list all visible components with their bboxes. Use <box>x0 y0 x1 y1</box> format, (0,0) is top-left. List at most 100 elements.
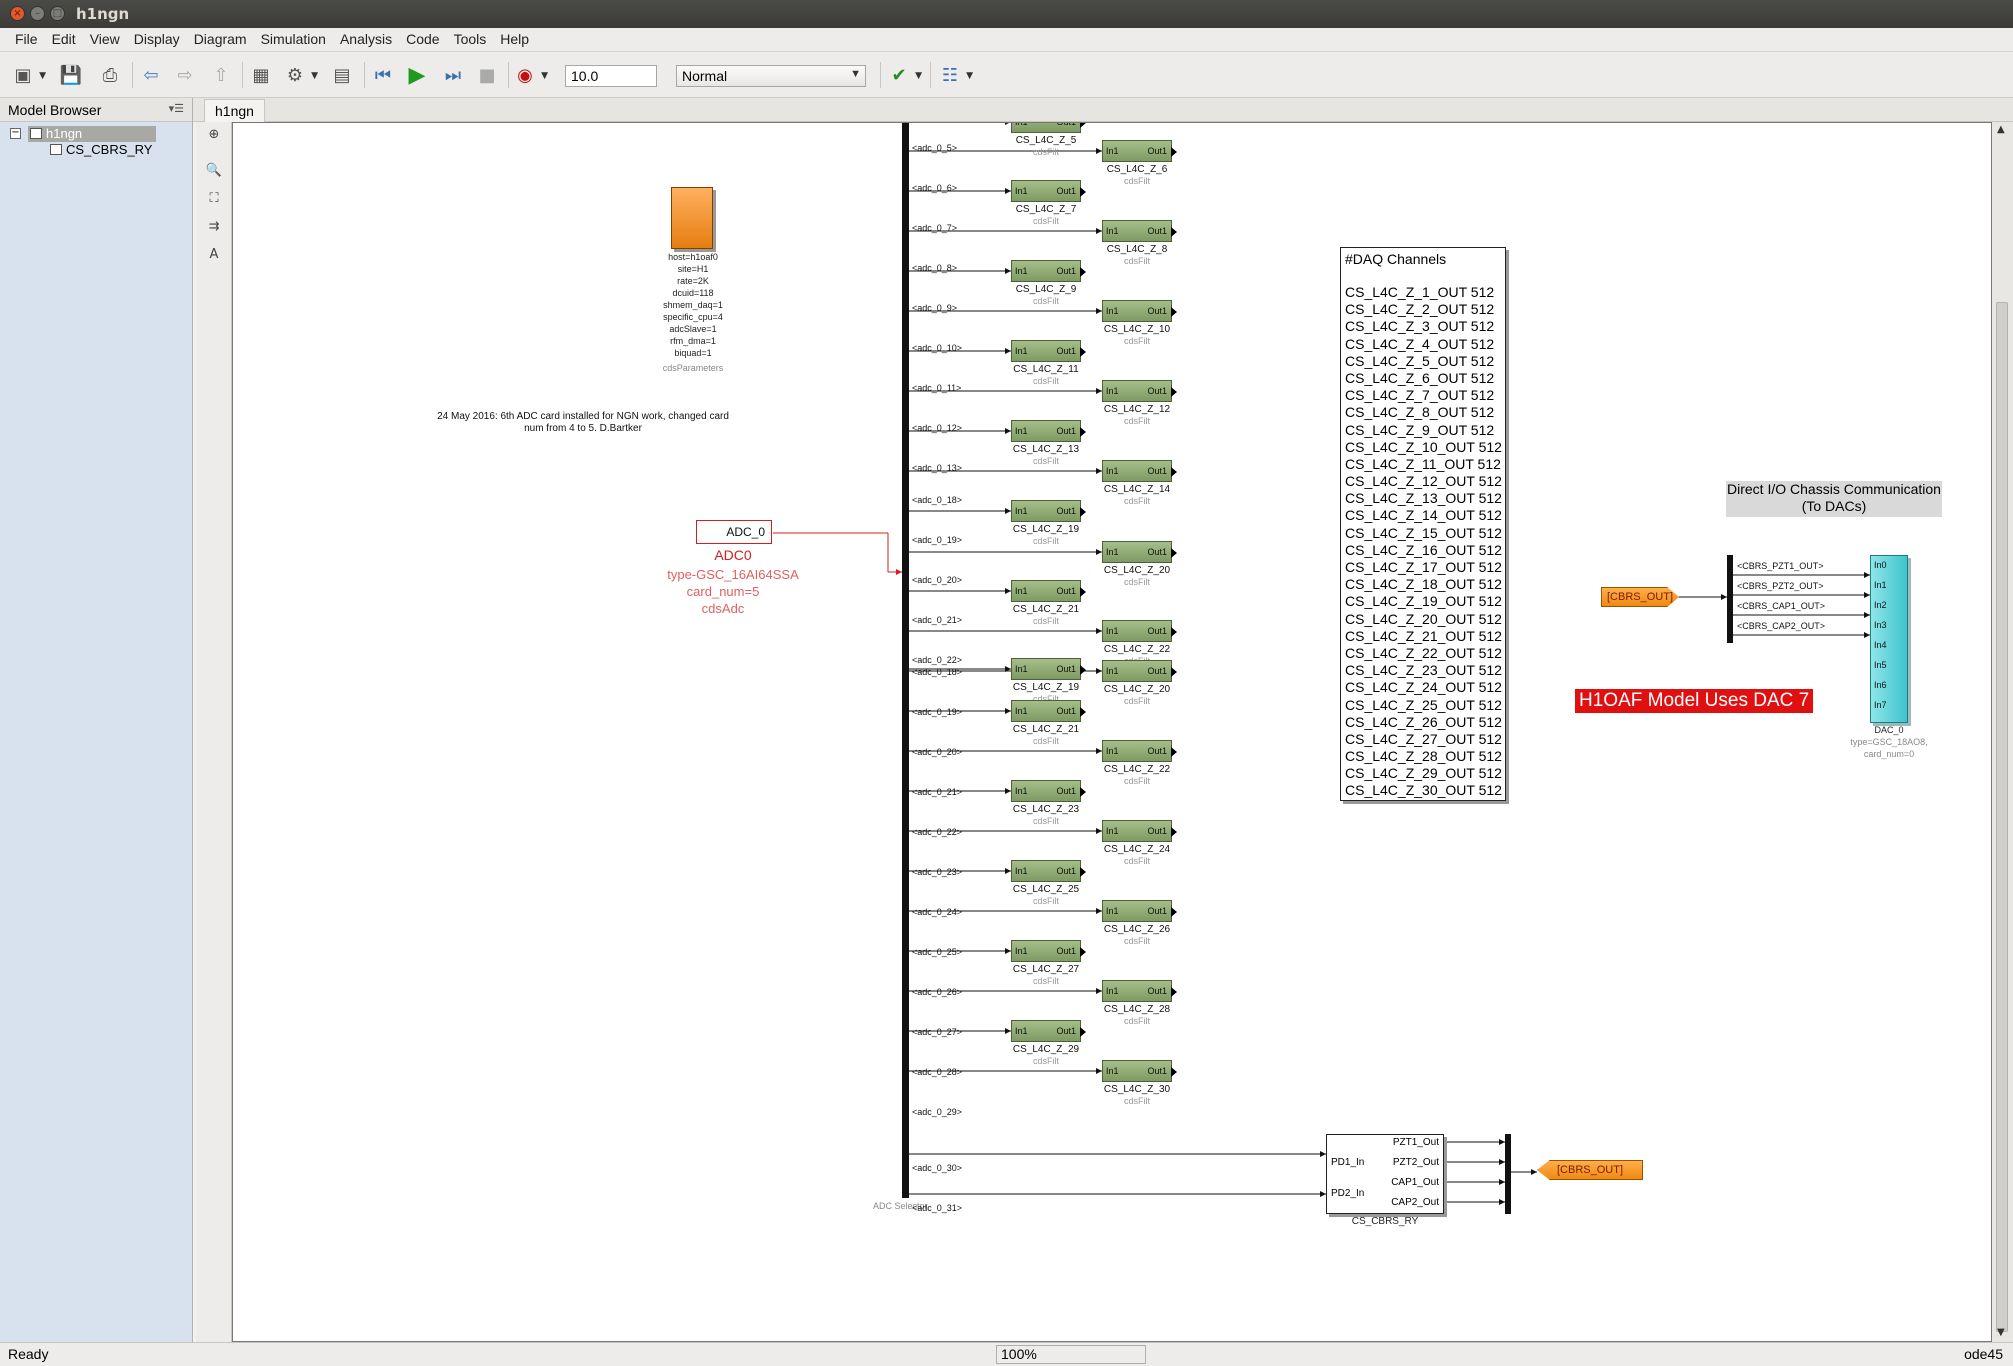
tree-item-cs-cbrs-ry[interactable]: CS_CBRS_RY <box>50 142 190 158</box>
close-window-button[interactable]: × <box>10 6 25 21</box>
filter-out-port: Out1 <box>1056 1026 1076 1036</box>
filter-name: CS_L4C_Z_29 <box>1012 1044 1080 1055</box>
run-icon[interactable]: ▶ <box>408 62 426 88</box>
daq-channel-line: CS_L4C_Z_20_OUT 512 <box>1345 610 1502 627</box>
wire-arrow <box>1096 1068 1102 1074</box>
dac-signal-label: <CBRS_CAP2_OUT> <box>1737 621 1826 631</box>
cbrs-bus-creator[interactable] <box>1505 1134 1511 1214</box>
dac-name: DAC_0 <box>1874 725 1904 735</box>
solver-name[interactable]: ode45 <box>1964 1346 2003 1362</box>
tree-collapse-icon[interactable]: − <box>10 127 21 139</box>
goto-cbrs-out-block[interactable]: [CBRS_OUT] <box>1537 1160 1643 1180</box>
save-icon[interactable]: 💾 <box>59 64 83 86</box>
menu-simulation[interactable]: Simulation <box>260 31 326 47</box>
stop-time-input[interactable]: 10.0 <box>565 65 657 87</box>
filter-out-port: Out1 <box>1147 746 1167 756</box>
record-icon[interactable]: ◉▼ <box>517 64 548 86</box>
menu-view[interactable]: View <box>89 31 120 47</box>
tab-h1ngn[interactable]: h1ngn <box>204 99 265 122</box>
wire-arrow <box>1005 348 1011 354</box>
dac-bus-selector[interactable] <box>1727 555 1733 643</box>
simulation-mode-select[interactable]: Normal ▼ <box>676 65 866 87</box>
menu-diagram[interactable]: Diagram <box>193 31 247 47</box>
panel-menu-icon[interactable]: ▾☰ <box>168 103 184 115</box>
menu-tools[interactable]: Tools <box>453 31 487 47</box>
print-icon[interactable]: ⎙ <box>102 64 118 86</box>
arrow-connect-icon[interactable]: ⇉ <box>208 219 220 234</box>
daq-channel-line: CS_L4C_Z_19_OUT 512 <box>1345 593 1502 610</box>
annotation-icon[interactable]: A <box>209 247 219 262</box>
step-back-icon[interactable]: ⏮ <box>374 64 392 86</box>
scroll-thumb[interactable] <box>1996 302 2008 1332</box>
zoom-level[interactable]: 100% <box>996 1345 1146 1364</box>
new-model-icon[interactable]: ▣▼ <box>14 64 46 86</box>
filter-out-port: Out1 <box>1056 266 1076 276</box>
menu-edit[interactable]: Edit <box>51 31 76 47</box>
minimize-window-button[interactable]: – <box>30 6 45 21</box>
fit-view-icon[interactable]: ⛶ <box>209 191 219 206</box>
window-title: h1ngn <box>76 5 130 23</box>
step-forward-icon[interactable]: ⏭ <box>444 64 462 86</box>
menu-file[interactable]: File <box>15 31 38 47</box>
adc-selector-bus[interactable] <box>902 123 909 1198</box>
from-cbrs-out-block[interactable]: [CBRS_OUT] <box>1601 587 1679 607</box>
forward-icon[interactable]: ⇨ <box>177 64 193 86</box>
model-settings-icon[interactable]: ⚙▼ <box>286 64 318 86</box>
menu-code[interactable]: Code <box>406 31 440 47</box>
stop-icon[interactable]: ■ <box>478 64 496 86</box>
zoom-icon[interactable]: 🔍 <box>205 163 223 178</box>
maximize-window-button[interactable]: □ <box>50 6 65 21</box>
vertical-scrollbar[interactable]: ▲ ▼ <box>1992 122 2013 1342</box>
annotation-note: 24 May 2016: 6th ADC card installed for … <box>437 411 729 434</box>
library-browser-icon[interactable]: ▦ <box>252 64 270 86</box>
menu-analysis[interactable]: Analysis <box>339 31 393 47</box>
adc-block[interactable]: ADC_0 <box>696 520 772 544</box>
menu-display[interactable]: Display <box>133 31 180 47</box>
filter-port-arrow <box>1080 427 1086 437</box>
menu-help[interactable]: Help <box>500 31 530 47</box>
up-icon[interactable]: ⇧ <box>213 64 229 86</box>
hide-show-icon[interactable]: ⊕ <box>208 127 220 142</box>
filter-name: CS_L4C_Z_21 <box>1012 604 1080 615</box>
cs-cbrs-ry-block[interactable]: PD1_In PD2_In PZT1_Out PZT2_Out CAP1_Out… <box>1326 1134 1444 1214</box>
check-icon[interactable]: ✔▼ <box>891 64 922 86</box>
tree-item-h1ngn[interactable]: h1ngn <box>28 126 156 142</box>
back-icon[interactable]: ⇦ <box>143 64 159 86</box>
model-explorer-icon[interactable]: ▤ <box>333 64 351 86</box>
data-inspector-icon[interactable]: ☷▼ <box>941 64 973 86</box>
scroll-up-icon[interactable]: ▲ <box>1997 124 2005 135</box>
cds-parameters-block[interactable] <box>671 187 713 249</box>
scroll-down-icon[interactable]: ▼ <box>1997 1327 2005 1338</box>
signal-label: <adc_0_25> <box>912 947 963 957</box>
parameter-line: rfm_dma=1 <box>670 336 716 346</box>
